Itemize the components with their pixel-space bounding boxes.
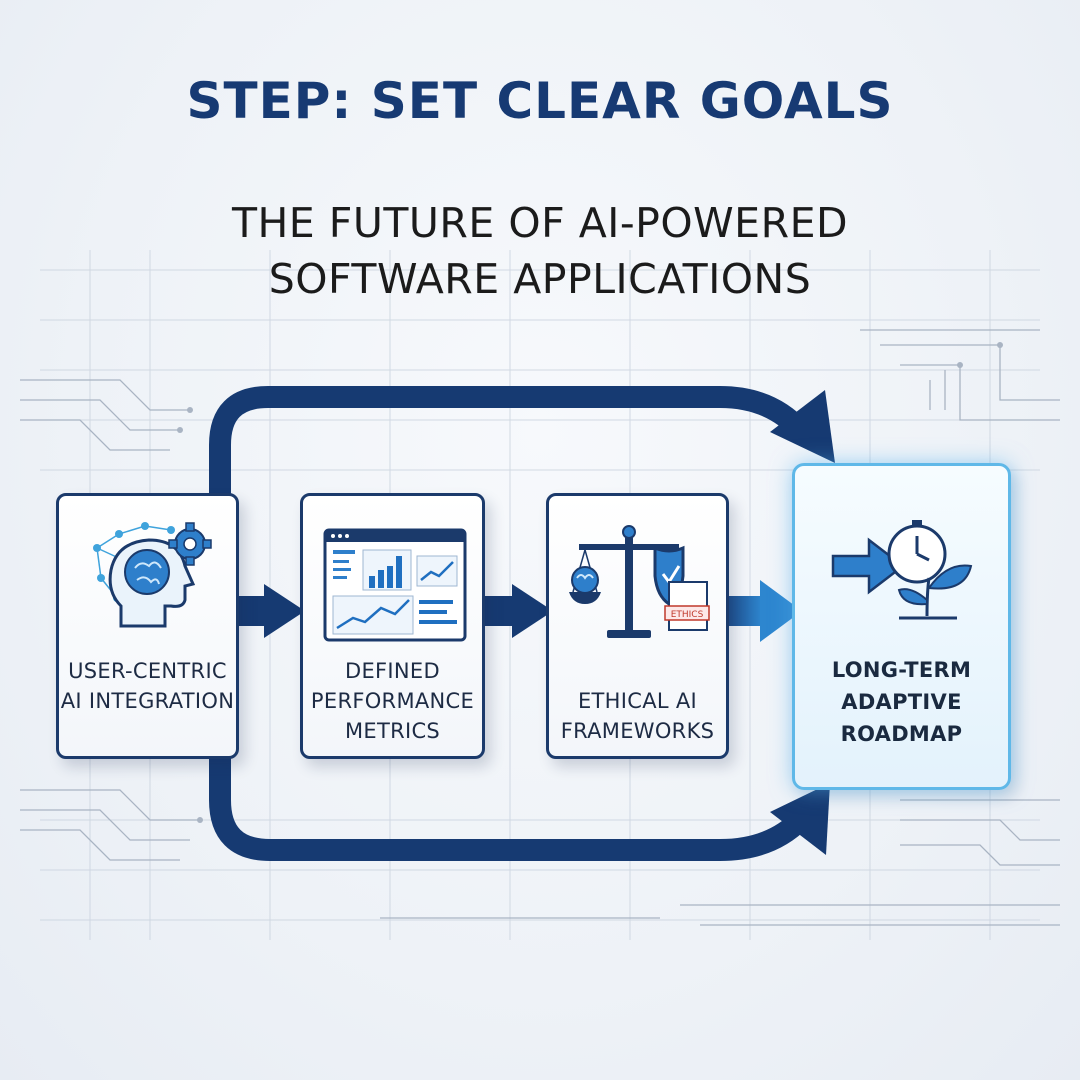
step-label-line-2: ADAPTIVE <box>841 690 962 714</box>
bottom-loop-arrow <box>209 755 808 861</box>
step-label-line-1: DEFINED <box>345 659 440 683</box>
step-card-ethical-ai: ETHICS ETHICAL AI FRAMEWORKS <box>546 493 729 759</box>
step-label: DEFINED PERFORMANCE METRICS <box>303 656 482 746</box>
step-label-line-1: USER-CENTRIC <box>68 659 227 683</box>
ethics-stamp: ETHICS <box>671 610 704 620</box>
page-title: STEP: SET CLEAR GOALS <box>186 72 894 130</box>
arrow-3-to-4 <box>720 580 802 642</box>
top-loop-arrow <box>209 386 809 495</box>
step-card-adaptive-roadmap: LONG-TERM ADAPTIVE ROADMAP <box>792 463 1011 790</box>
step-label-line-1: LONG-TERM <box>831 658 972 682</box>
step-label-line-3: ROADMAP <box>840 722 963 746</box>
arrow-1-to-2 <box>232 584 305 638</box>
arrow-clock-plant-icon <box>831 520 973 620</box>
bottom-loop-arrowhead <box>770 783 830 855</box>
step-label: ETHICAL AI FRAMEWORKS <box>549 686 726 746</box>
step-label: USER-CENTRIC AI INTEGRATION <box>59 656 236 716</box>
dashboard-chart-icon <box>323 528 467 642</box>
step-label-line-2: PERFORMANCE <box>310 689 475 713</box>
step-label-line-2: FRAMEWORKS <box>560 719 715 743</box>
step-card-user-centric: USER-CENTRIC AI INTEGRATION <box>56 493 239 759</box>
brain-gear-icon <box>93 522 212 628</box>
step-label-line-1: ETHICAL AI <box>577 689 698 713</box>
subtitle-line-1: THE FUTURE OF AI-POWERED <box>231 199 849 247</box>
subtitle-line-2: SOFTWARE APPLICATIONS <box>268 255 812 303</box>
step-label-line-2: AI INTEGRATION <box>60 689 235 713</box>
step-label-line-3: METRICS <box>344 719 441 743</box>
top-loop-arrowhead <box>770 390 835 463</box>
step-card-performance-metrics: DEFINED PERFORMANCE METRICS <box>300 493 485 759</box>
scales-shield-icon: ETHICS <box>569 525 710 638</box>
page-subtitle: THE FUTURE OF AI-POWERED SOFTWARE APPLIC… <box>140 195 940 307</box>
step-label: LONG-TERM ADAPTIVE ROADMAP <box>795 654 1008 750</box>
